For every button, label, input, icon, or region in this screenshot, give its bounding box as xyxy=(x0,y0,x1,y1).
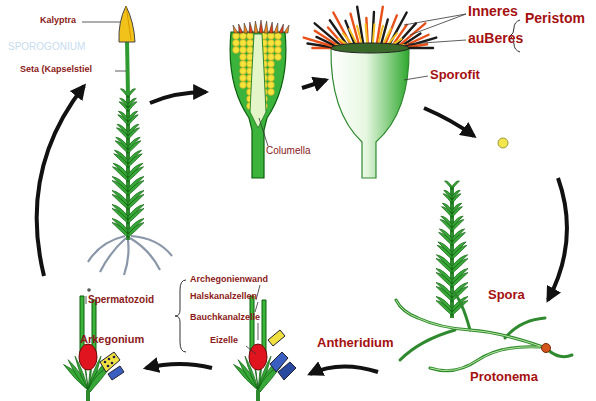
leaf xyxy=(439,229,452,241)
spacer xyxy=(76,322,77,334)
antheridium-plant xyxy=(249,296,296,380)
leaf xyxy=(452,190,460,199)
peristome-tooth xyxy=(244,23,248,33)
spore xyxy=(275,40,282,47)
spore xyxy=(268,75,275,82)
part-label: Archegonienwand xyxy=(190,275,268,285)
leaf xyxy=(118,111,128,121)
part-label: Spora xyxy=(488,288,525,302)
stem xyxy=(256,390,260,401)
leaf xyxy=(441,216,452,227)
spore xyxy=(275,47,282,54)
cycle-arrows xyxy=(37,80,567,374)
leaf xyxy=(128,124,139,135)
spore xyxy=(240,75,247,82)
spore xyxy=(240,33,247,40)
spore xyxy=(268,89,275,96)
peristome-tooth xyxy=(249,22,253,33)
stem xyxy=(86,390,90,401)
peristome-tooth xyxy=(284,25,289,33)
spore xyxy=(268,82,275,89)
spore xyxy=(268,33,275,40)
spore xyxy=(268,61,275,68)
peristome-tooth xyxy=(269,22,273,33)
leaf xyxy=(452,216,463,227)
peristome-tooth xyxy=(259,20,263,33)
leaf xyxy=(128,111,138,121)
part-label: Bauchkanalzelle xyxy=(190,313,260,323)
part-label: Peristom xyxy=(525,11,585,26)
part-label: Kalyptra xyxy=(40,16,76,26)
gametophyte-shoots xyxy=(64,89,468,401)
part-label: Antheridium xyxy=(317,336,394,350)
leaf xyxy=(117,124,128,135)
part-label: auBeres xyxy=(468,31,523,46)
spore xyxy=(247,40,254,47)
leaf xyxy=(452,203,462,213)
rhizoids xyxy=(88,236,172,275)
spore xyxy=(233,33,240,40)
leaf xyxy=(445,181,452,190)
leaf xyxy=(452,181,459,190)
part-label: Columella xyxy=(266,145,310,156)
part-label: Seta (Kapselstiel xyxy=(20,65,92,75)
leader-lines xyxy=(82,14,466,354)
spore xyxy=(240,40,247,47)
spore xyxy=(498,138,508,148)
leaf xyxy=(120,98,128,107)
leaf xyxy=(452,229,465,241)
spore xyxy=(233,47,240,54)
part-label: Halskanalzellen xyxy=(190,292,257,302)
sporophyte xyxy=(119,6,135,95)
germinating-spore xyxy=(542,344,551,353)
spore xyxy=(268,54,275,61)
peristome-tooth xyxy=(264,21,268,33)
spore xyxy=(240,68,247,75)
part-label: Arkegonium xyxy=(80,333,144,345)
peristome-tooth xyxy=(406,47,433,49)
leaf xyxy=(128,98,136,107)
peristome-tooth xyxy=(233,25,238,33)
protonema xyxy=(396,290,572,371)
spore xyxy=(268,68,275,75)
spore xyxy=(240,47,247,54)
leaf xyxy=(444,190,452,199)
spore xyxy=(240,61,247,68)
peristome-tooth xyxy=(279,24,283,33)
peristome-tooth xyxy=(274,23,278,33)
part-label: Spermatozoid xyxy=(88,294,154,305)
spore xyxy=(247,33,254,40)
spore xyxy=(275,33,282,40)
spore xyxy=(240,54,247,61)
leaf xyxy=(116,137,128,149)
spore xyxy=(268,40,275,47)
leaf xyxy=(128,150,142,163)
protonema-highlight xyxy=(396,300,543,371)
spore xyxy=(233,40,240,47)
peristome-tooth xyxy=(239,24,243,33)
spore xyxy=(275,54,282,61)
peristome-tooth xyxy=(254,21,258,33)
part-label: Sporofit xyxy=(430,68,480,82)
spore xyxy=(247,47,254,54)
part-label: Eizelle xyxy=(210,336,238,346)
part-label: Inneres xyxy=(468,4,518,19)
bracket xyxy=(175,280,186,352)
leaf xyxy=(442,203,452,213)
spore xyxy=(240,82,247,89)
part-label: Protonema xyxy=(470,370,538,384)
leaf xyxy=(114,150,128,163)
leaf xyxy=(128,137,140,149)
part-label: SPOROGONIUM xyxy=(8,41,85,52)
spore xyxy=(268,47,275,54)
